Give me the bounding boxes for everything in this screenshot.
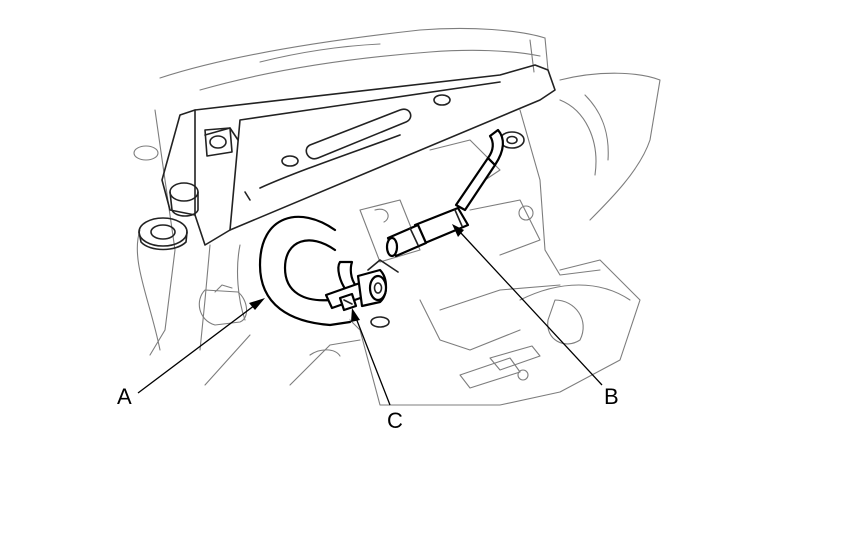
- hose-a: [258, 215, 352, 327]
- clamp-c: [324, 260, 390, 328]
- bushing-lower-left: [138, 217, 188, 251]
- leader-line-c: [355, 317, 391, 406]
- leader-arrow-b: [452, 224, 464, 237]
- bolt-middle-left: [169, 182, 199, 217]
- callout-leaders: [137, 224, 603, 406]
- callout-label-a: A: [117, 384, 132, 409]
- chassis-background: [133, 27, 661, 406]
- leader-line-a: [137, 304, 256, 394]
- bolt-upper-left: [204, 127, 233, 157]
- hose-b: [367, 128, 504, 273]
- leader-arrow-c: [351, 308, 360, 322]
- leader-arrow-a: [249, 298, 265, 310]
- leader-line-b: [459, 231, 603, 386]
- callout-label-c: C: [387, 408, 403, 433]
- callout-label-b: B: [604, 384, 619, 409]
- mount-bolts: [138, 127, 525, 251]
- subframe-crossmember: [161, 64, 556, 246]
